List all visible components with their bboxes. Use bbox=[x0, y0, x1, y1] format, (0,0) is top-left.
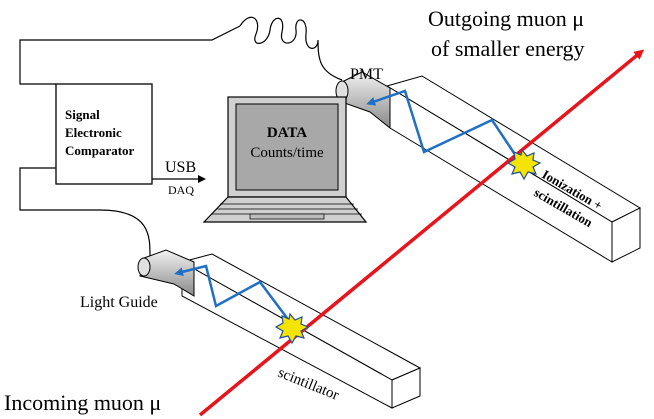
laptop-icon bbox=[202, 96, 368, 223]
upper-scintillator bbox=[385, 75, 642, 263]
comparator-box bbox=[55, 83, 153, 185]
muon-track bbox=[198, 49, 645, 417]
upper-flash-icon bbox=[506, 148, 542, 181]
comparator-label-1: Signal bbox=[65, 107, 100, 122]
upper-photon-path bbox=[366, 89, 522, 163]
lower-cable bbox=[19, 167, 151, 257]
upper-cable-coil bbox=[239, 16, 343, 81]
upper-cable bbox=[19, 25, 241, 85]
daq-label: DAQ bbox=[168, 183, 194, 197]
pmt-label: PMT bbox=[350, 66, 383, 83]
screen-title: DATA bbox=[267, 125, 307, 141]
usb-label: USB bbox=[165, 159, 196, 176]
comparator-label-2: Electronic bbox=[65, 125, 122, 140]
incoming-label: Incoming muon μ bbox=[4, 390, 161, 415]
lower-pmt bbox=[137, 249, 195, 297]
comparator-label-3: Comparator bbox=[65, 143, 135, 158]
lower-flash-icon bbox=[274, 312, 310, 345]
lower-photon-path bbox=[174, 264, 291, 323]
cables bbox=[19, 16, 343, 257]
light-guide-label: Light Guide bbox=[80, 294, 158, 311]
upper-pmt bbox=[335, 71, 391, 130]
outgoing-label-1: Outgoing muon μ bbox=[428, 6, 584, 31]
outgoing-label-2: of smaller energy bbox=[431, 36, 585, 61]
screen-subtitle: Counts/time bbox=[250, 145, 324, 161]
